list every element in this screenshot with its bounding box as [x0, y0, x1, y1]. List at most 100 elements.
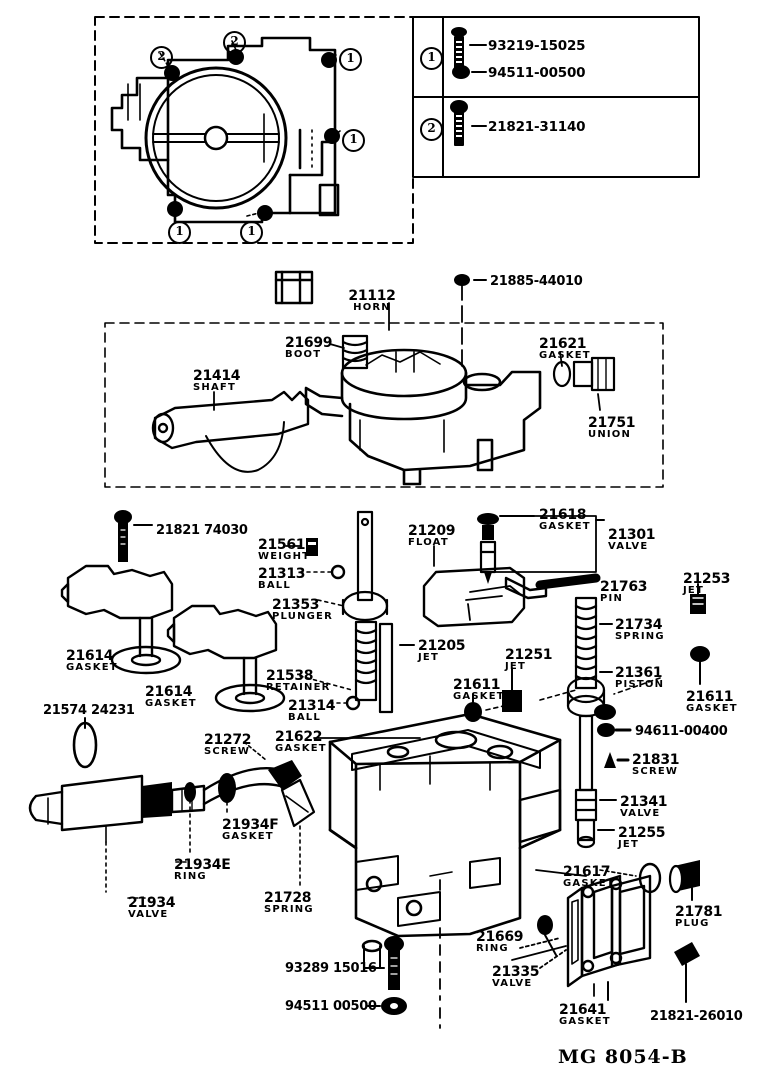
part-name: BOOT — [285, 349, 322, 360]
part-number: 21831 — [632, 752, 680, 768]
part-number: 21617 — [563, 864, 611, 880]
air-horn-group-frame — [104, 322, 664, 488]
part-name: JET — [683, 585, 704, 596]
boot-part — [341, 334, 369, 370]
part-number: 21611 — [686, 689, 734, 705]
part-number: 21112 — [348, 288, 396, 304]
part-name: GASKET — [563, 878, 615, 889]
part-name: GASKET — [145, 698, 197, 709]
pin-part — [535, 573, 601, 590]
part-name: RETAINER — [266, 682, 331, 693]
part-number: 21614 — [66, 648, 114, 664]
part-label-2182174030: 21821 74030 — [156, 524, 248, 537]
part-name: GASKET — [539, 350, 591, 361]
part-number: 21728 — [264, 890, 312, 906]
gasket-21574 — [72, 721, 98, 769]
jet-21253 — [690, 583, 706, 614]
part-name: GASKET — [539, 521, 591, 532]
part-name: SCREW — [204, 746, 251, 757]
part-number: 21763 — [600, 579, 648, 595]
part-name: PLUG — [675, 918, 710, 929]
part-name: GASKET — [222, 831, 274, 842]
part-name: SHAFT — [193, 382, 236, 393]
carburetor-main-body — [328, 712, 562, 969]
table-part-93219: 93219-15025 — [488, 38, 586, 54]
part-number: 21209 — [408, 523, 456, 539]
part-number: 21751 — [588, 415, 636, 431]
flange-upper — [60, 564, 182, 675]
top-view-callout-2: 2 — [223, 31, 246, 54]
part-label-9328915016: 93289 15016 — [285, 962, 377, 975]
torque-table — [412, 16, 700, 178]
bolt-21821-26010 — [674, 942, 700, 1003]
part-number: 21622 — [275, 729, 323, 745]
part-number: 21251 — [505, 647, 553, 663]
part-label-9451100500: 94511 00500 — [285, 1000, 377, 1013]
bore-inner — [152, 74, 280, 202]
part-number: 94511 00500 — [285, 999, 377, 1014]
part-number: 21618 — [539, 507, 587, 523]
side-flange — [518, 788, 562, 844]
flange-lower — [166, 604, 286, 713]
part-number: 21641 — [559, 1002, 607, 1018]
part-name: VALVE — [492, 978, 533, 989]
bracket-part — [274, 270, 314, 305]
top-view-callout-1: 1 — [240, 221, 263, 244]
throttle-plate-arm — [152, 133, 280, 143]
part-number: 21353 — [272, 597, 320, 613]
air-horn-body — [304, 348, 542, 486]
part-name: BALL — [288, 712, 321, 723]
part-number: 21699 — [285, 335, 333, 351]
part-name: VALVE — [620, 808, 661, 819]
part-number: 21934E — [174, 857, 231, 873]
union-part — [552, 356, 616, 392]
part-name: WEIGHT — [258, 551, 311, 562]
part-label-2182126010: 21821-26010 — [650, 1010, 743, 1023]
plunger-assembly — [341, 510, 394, 714]
part-number: 21611 — [453, 677, 501, 693]
bolt-21821-74030 — [114, 510, 132, 562]
table-part-21821: 21821-31140 — [488, 119, 586, 135]
part-number: 21414 — [193, 368, 241, 384]
part-name: GASKET — [453, 691, 505, 702]
throttle-plate-hub — [203, 125, 229, 151]
part-label-2157424231: 21574 24231 — [43, 704, 135, 717]
part-name: SPRING — [615, 631, 665, 642]
bolt-93289-15016 — [384, 936, 404, 990]
ball-21313 — [330, 564, 346, 580]
part-name: VALVE — [608, 541, 649, 552]
part-name: GASKET — [559, 1016, 611, 1027]
needle-valve-part — [477, 513, 499, 584]
ball-21314 — [345, 695, 361, 711]
part-number: 21361 — [615, 665, 663, 681]
plug-21781 — [668, 860, 700, 901]
washer-94511-00500 — [381, 997, 407, 1015]
ring-21669 — [537, 915, 553, 935]
part-name: FLOAT — [408, 537, 449, 548]
part-number: 21253 — [683, 571, 731, 587]
part-number: 94611-00400 — [635, 724, 728, 739]
part-label-2188544010: 21885-44010 — [490, 275, 583, 288]
